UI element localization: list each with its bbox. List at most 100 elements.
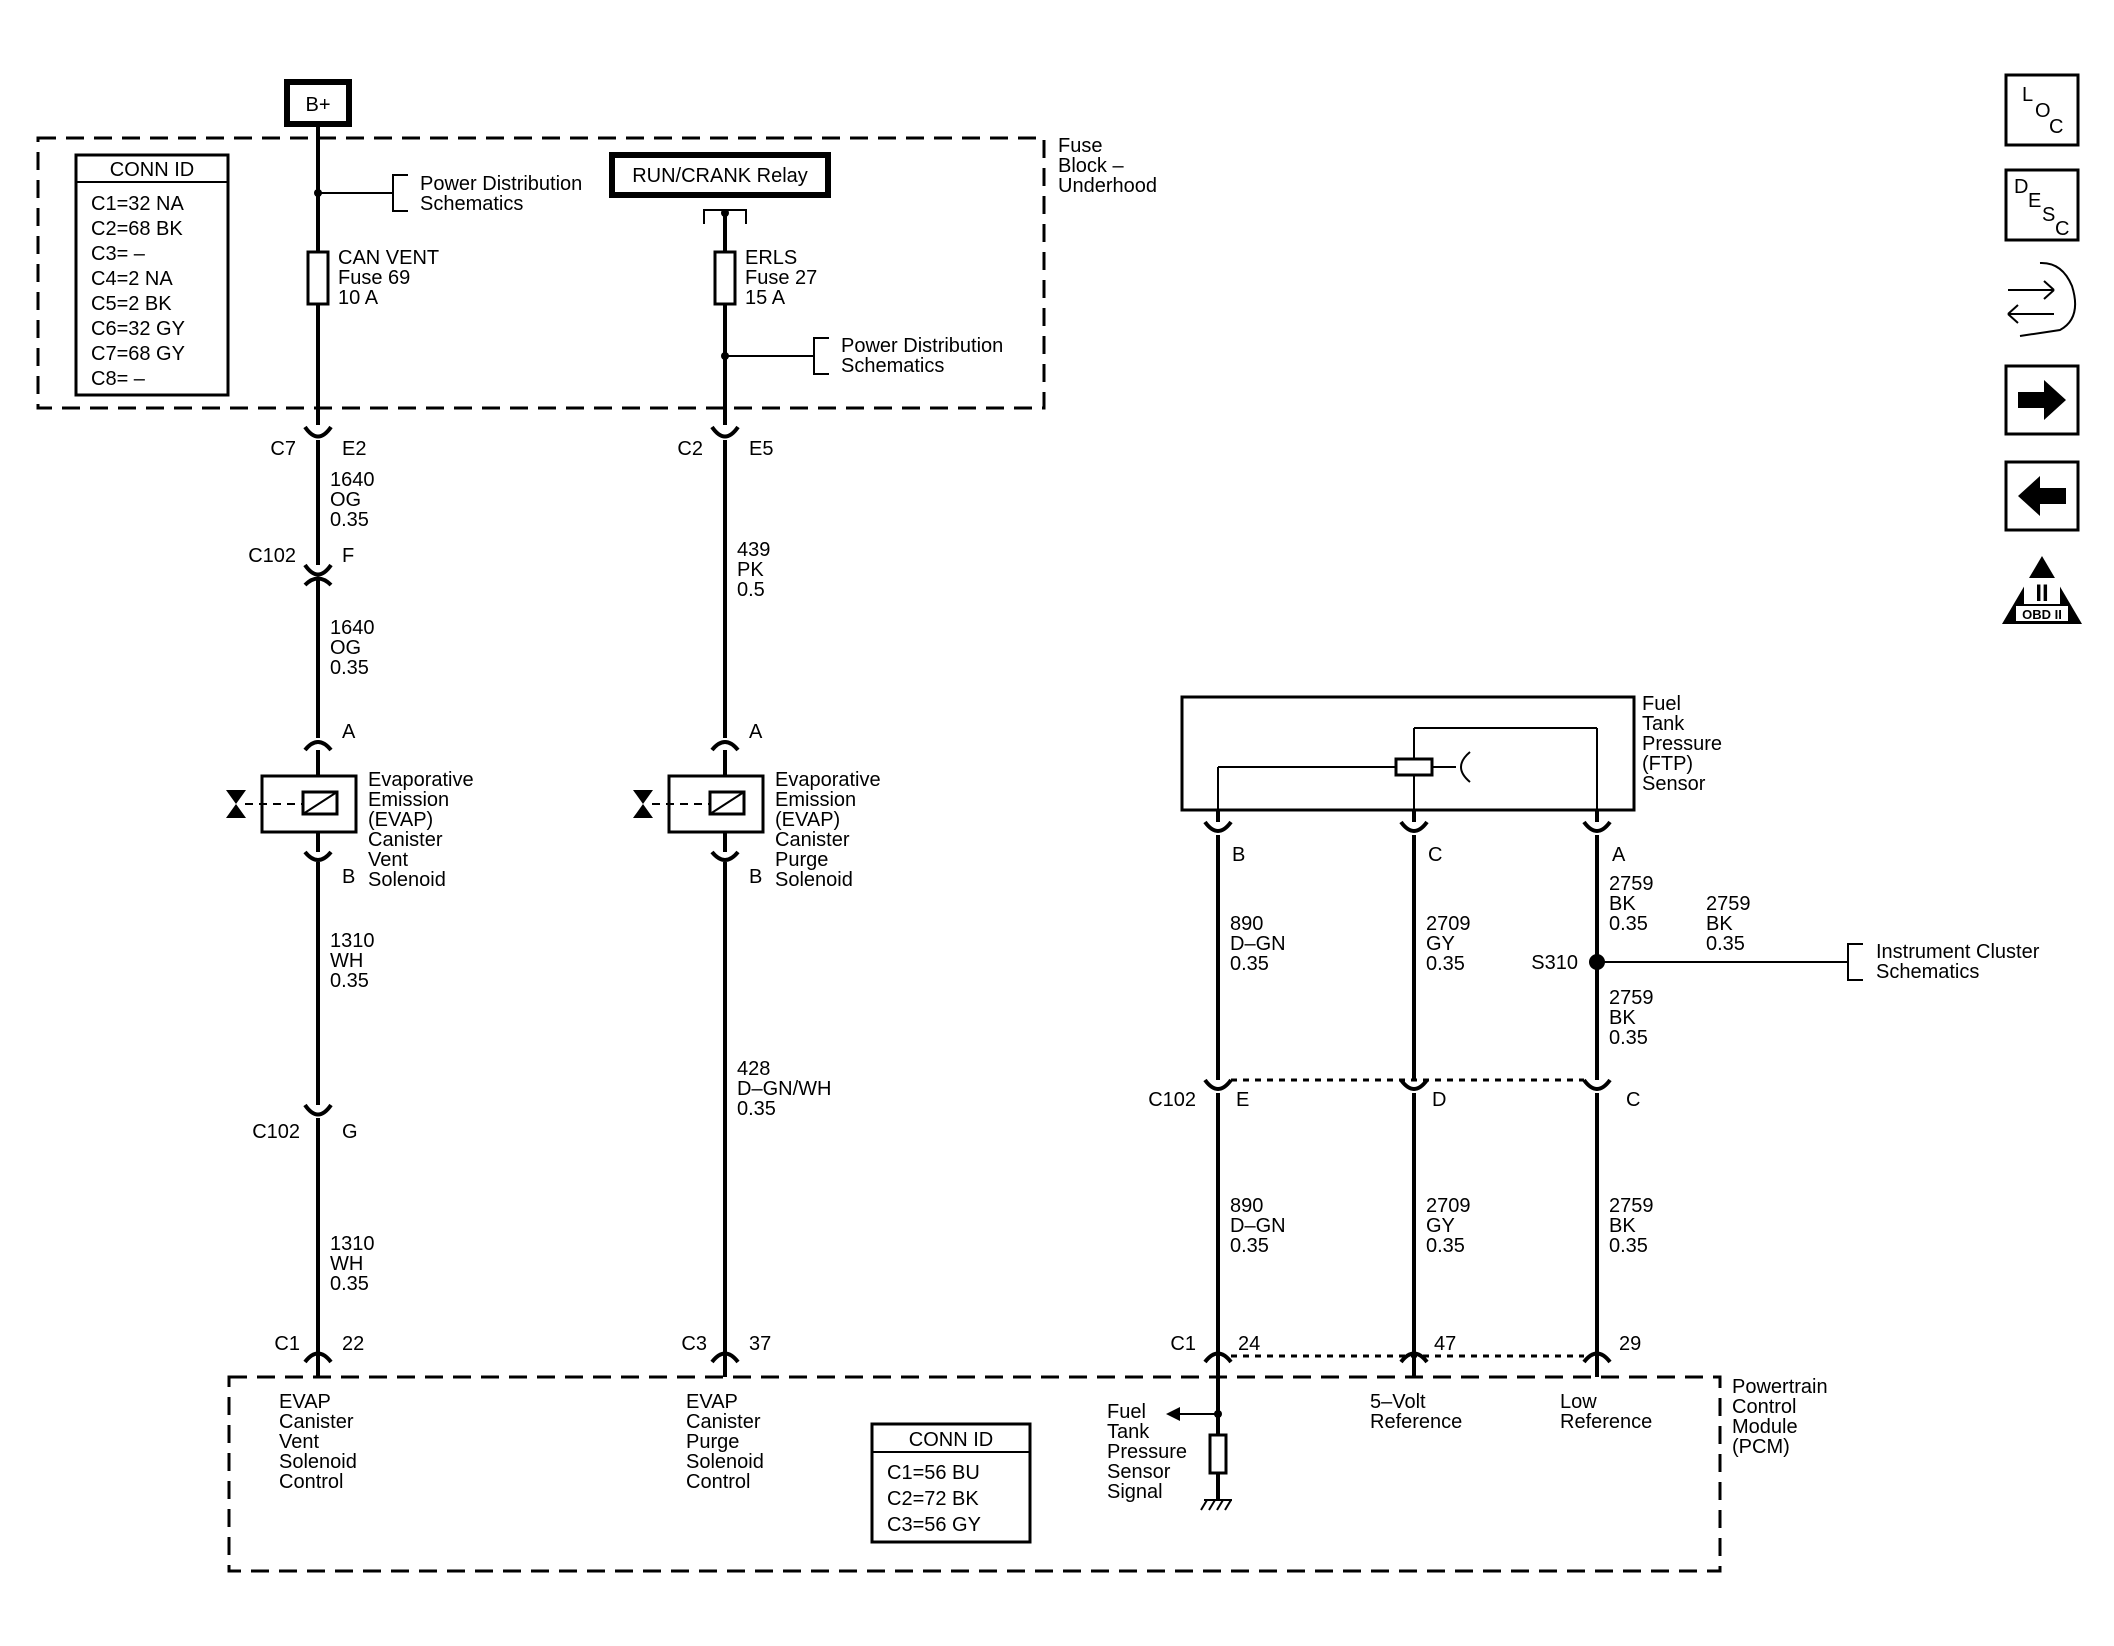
svg-text:1310: 1310 <box>330 930 375 952</box>
pcm-low-reference-label: Low Reference <box>1560 1391 1652 1433</box>
svg-text:C2=68 BK: C2=68 BK <box>91 218 183 240</box>
loc-button[interactable]: L O C <box>2004 73 2080 147</box>
svg-text:C102: C102 <box>248 545 296 567</box>
svg-text:Solenoid: Solenoid <box>686 1451 764 1473</box>
vent-valve-icon <box>226 790 246 818</box>
connector-c3-37 <box>710 1351 740 1364</box>
pcm-5v-reference-label: 5–Volt Reference <box>1370 1391 1462 1433</box>
svg-text:Instrument Cluster: Instrument Cluster <box>1876 941 2040 963</box>
svg-text:D: D <box>2014 176 2028 198</box>
power-dist-label-2: Power Distribution Schematics <box>841 335 1003 377</box>
svg-text:G: G <box>342 1121 358 1143</box>
svg-text:439: 439 <box>737 539 770 561</box>
svg-text:CONN ID: CONN ID <box>110 159 194 181</box>
svg-text:Underhood: Underhood <box>1058 175 1157 197</box>
svg-text:B: B <box>1232 844 1245 866</box>
svg-text:1640: 1640 <box>330 617 375 639</box>
connector-c1-24 <box>1203 1351 1233 1364</box>
svg-text:Block –: Block – <box>1058 155 1124 177</box>
svg-text:Control: Control <box>279 1471 343 1493</box>
ftp-sensing-element <box>1394 757 1434 777</box>
svg-text:Control: Control <box>1732 1396 1796 1418</box>
wire-label-1310a: 1310 WH 0.35 <box>330 930 375 992</box>
next-page-button[interactable] <box>2004 364 2080 436</box>
svg-text:D–GN: D–GN <box>1230 1215 1286 1237</box>
svg-text:C: C <box>1428 844 1442 866</box>
svg-text:890: 890 <box>1230 1195 1263 1217</box>
svg-text:0.35: 0.35 <box>1609 1235 1648 1257</box>
power-dist-bracket-2 <box>813 337 829 375</box>
svg-text:WH: WH <box>330 950 363 972</box>
connector-c102-f <box>303 563 333 577</box>
svg-text:BK: BK <box>1609 1007 1636 1029</box>
svg-text:Fuel: Fuel <box>1642 693 1681 715</box>
svg-text:Purge: Purge <box>775 849 828 871</box>
svg-text:Power Distribution: Power Distribution <box>841 335 1003 357</box>
svg-text:(PCM): (PCM) <box>1732 1436 1790 1458</box>
svg-text:CONN ID: CONN ID <box>909 1429 993 1451</box>
svg-text:0.35: 0.35 <box>330 657 369 679</box>
run-crank-relay <box>609 152 831 198</box>
signal-arrow-icon <box>1166 1407 1180 1421</box>
wire-label-428: 428 D–GN/WH 0.35 <box>737 1058 831 1120</box>
svg-text:22: 22 <box>342 1333 364 1355</box>
svg-text:Emission: Emission <box>368 789 449 811</box>
pcm-ftp-signal-label: Fuel Tank Pressure Sensor Signal <box>1107 1401 1187 1503</box>
svg-text:(FTP): (FTP) <box>1642 753 1693 775</box>
fuse-block-title: Fuse Block – Underhood <box>1058 135 1157 197</box>
svg-text:Fuse: Fuse <box>1058 135 1102 157</box>
connector-c2-e5 <box>710 425 740 439</box>
svg-text:0.35: 0.35 <box>1230 1235 1269 1257</box>
svg-text:A: A <box>1612 844 1626 866</box>
pcm-outline <box>227 1375 1722 1573</box>
svg-text:Evaporative: Evaporative <box>775 769 881 791</box>
wire-label-1640a: 1640 OG 0.35 <box>330 469 375 531</box>
svg-text:Reference: Reference <box>1560 1411 1652 1433</box>
svg-text:GY: GY <box>1426 1215 1455 1237</box>
svg-text:WH: WH <box>330 1253 363 1275</box>
svg-text:Solenoid: Solenoid <box>775 869 853 891</box>
pcm-input-resistor <box>1208 1433 1228 1475</box>
svg-text:Schematics: Schematics <box>841 355 944 377</box>
svg-text:(EVAP): (EVAP) <box>368 809 433 831</box>
svg-text:EVAP: EVAP <box>686 1391 738 1413</box>
wire-label-1310b: 1310 WH 0.35 <box>330 1233 375 1295</box>
svg-text:Signal: Signal <box>1107 1481 1163 1503</box>
svg-text:0.35: 0.35 <box>1706 933 1745 955</box>
fuse-erls-label: ERLS Fuse 27 15 A <box>745 247 817 309</box>
svg-text:Canister: Canister <box>279 1411 354 1433</box>
power-dist-bracket-1 <box>392 174 408 212</box>
wire-label-1640b: 1640 OG 0.35 <box>330 617 375 679</box>
svg-text:C3=56 GY: C3=56 GY <box>887 1514 981 1536</box>
connector-end-view-icon[interactable] <box>2007 261 2076 337</box>
obd-ii-button[interactable]: II OBD II <box>2002 556 2082 624</box>
svg-text:GY: GY <box>1426 933 1455 955</box>
svg-text:C4=2 NA: C4=2 NA <box>91 268 173 290</box>
svg-text:CAN VENT: CAN VENT <box>338 247 439 269</box>
desc-button[interactable]: D E S C <box>2004 168 2080 242</box>
svg-text:2759: 2759 <box>1609 1195 1654 1217</box>
svg-text:2709: 2709 <box>1426 913 1471 935</box>
svg-text:OBD II: OBD II <box>2022 607 2062 622</box>
svg-text:2709: 2709 <box>1426 1195 1471 1217</box>
svg-text:Solenoid: Solenoid <box>279 1451 357 1473</box>
svg-text:RUN/CRANK Relay: RUN/CRANK Relay <box>632 165 808 187</box>
ground-icon <box>1200 1499 1232 1511</box>
svg-text:Canister: Canister <box>686 1411 761 1433</box>
svg-text:0.35: 0.35 <box>1230 953 1269 975</box>
conn-id-table-pcm: CONN ID C1=56 BU C2=72 BK C3=56 GY <box>870 1422 1032 1544</box>
svg-text:C1: C1 <box>274 1333 300 1355</box>
svg-text:C7=68 GY: C7=68 GY <box>91 343 185 365</box>
svg-text:D–GN/WH: D–GN/WH <box>737 1078 831 1100</box>
svg-text:(EVAP): (EVAP) <box>775 809 840 831</box>
svg-text:C2=72 BK: C2=72 BK <box>887 1488 979 1510</box>
svg-text:S: S <box>2042 204 2055 226</box>
battery-label: B+ <box>305 94 330 116</box>
wire-label-2759b: 2759 BK 0.35 <box>1609 987 1654 1049</box>
previous-page-button[interactable] <box>2004 460 2080 532</box>
svg-text:E: E <box>2028 190 2041 212</box>
svg-text:C6=32 GY: C6=32 GY <box>91 318 185 340</box>
svg-text:0.35: 0.35 <box>737 1098 776 1120</box>
svg-text:Canister: Canister <box>775 829 850 851</box>
